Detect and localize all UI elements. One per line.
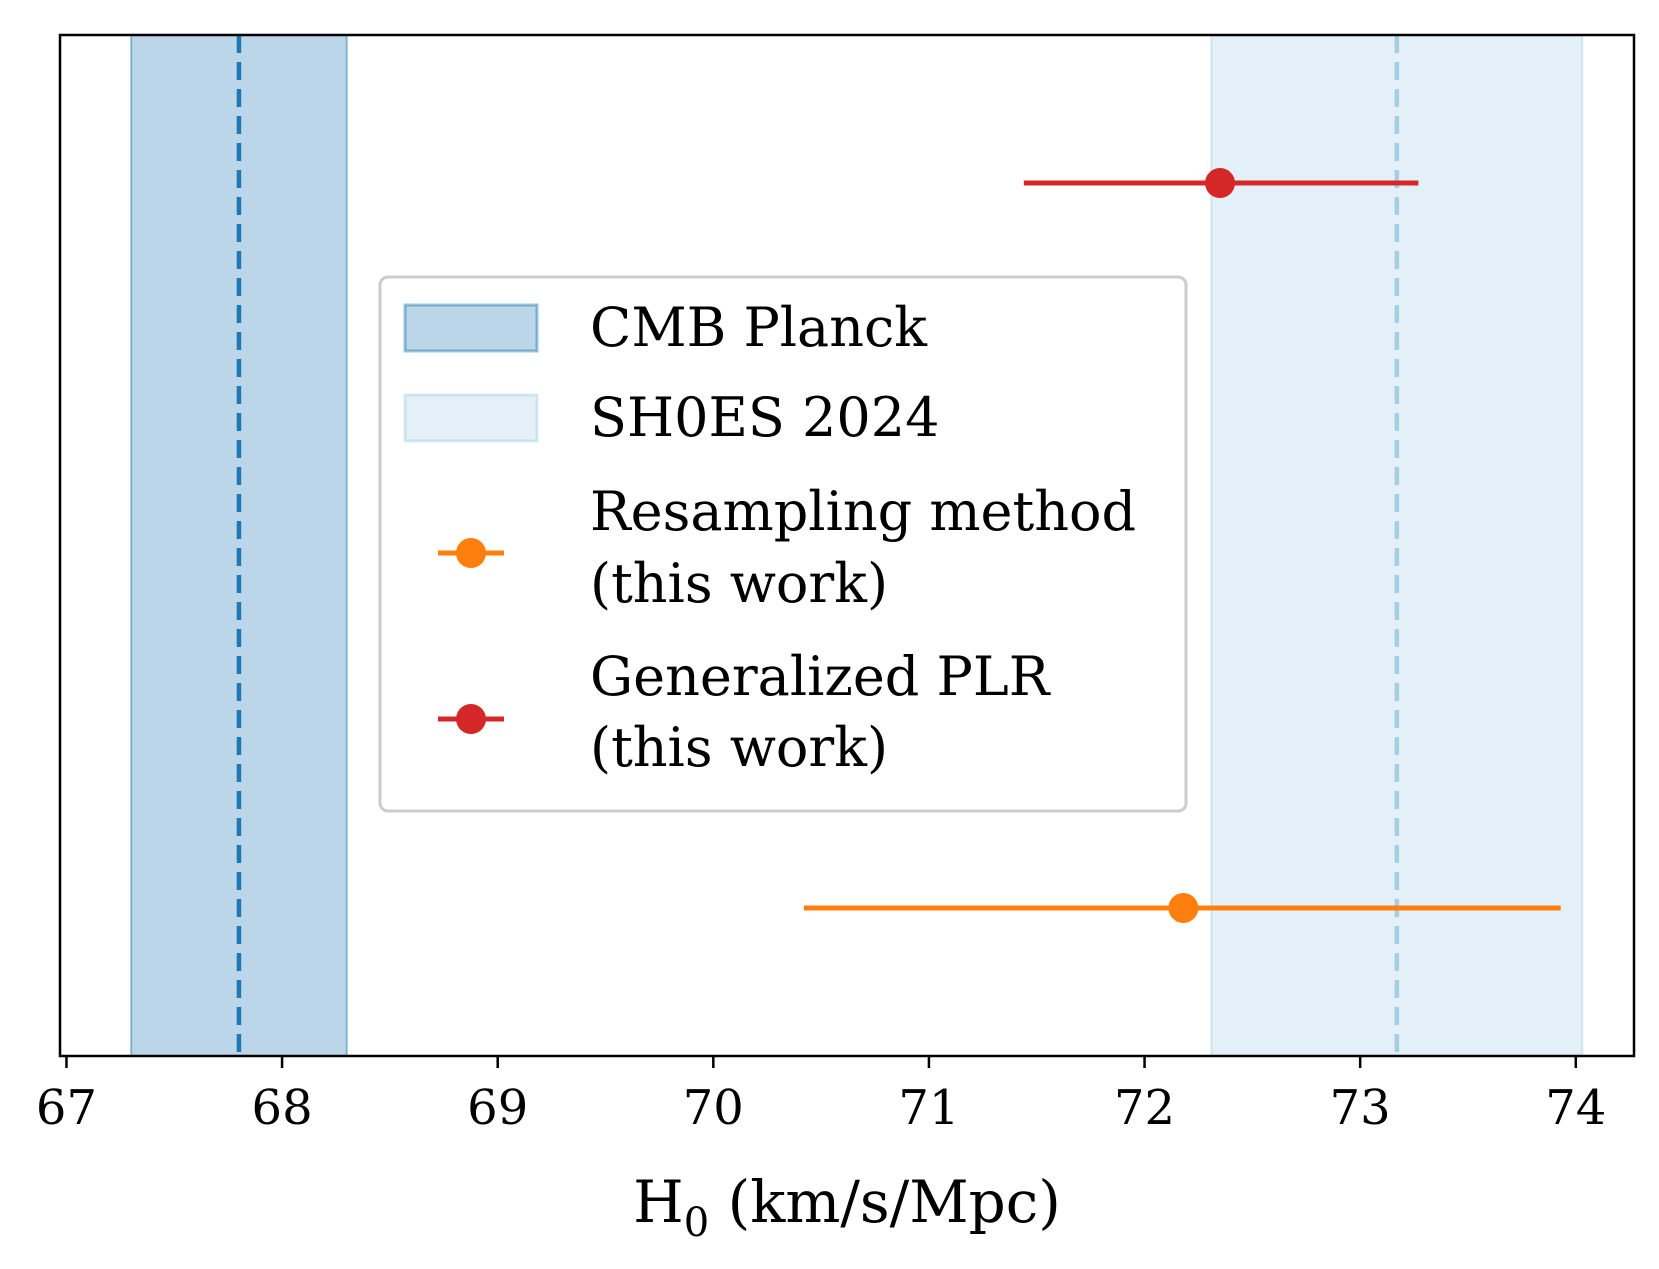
legend-band-label-1: SH0ES 2024 bbox=[590, 386, 939, 449]
legend-band-swatch-1 bbox=[403, 393, 539, 443]
point-0-marker bbox=[1168, 892, 1199, 923]
legend-point-marker-1 bbox=[456, 704, 486, 734]
legend-point-label-1-line2: (this work) bbox=[590, 716, 888, 779]
x-axis-label-rest: (km/s/Mpc) bbox=[709, 1168, 1061, 1236]
x-tick-label-7: 74 bbox=[1545, 1080, 1606, 1136]
legend-point-label-0-line1: Resampling method bbox=[590, 480, 1136, 543]
x-axis: 67 68 69 70 71 72 73 74 bbox=[36, 1056, 1606, 1136]
x-axis-label-main: H bbox=[633, 1168, 684, 1236]
x-tick-label-5: 72 bbox=[1114, 1080, 1175, 1136]
x-tick-label-6: 73 bbox=[1330, 1080, 1391, 1136]
x-tick-label-0: 67 bbox=[36, 1080, 97, 1136]
point-1-marker bbox=[1205, 168, 1236, 199]
points-layer bbox=[803, 168, 1561, 923]
legend-point-label-0-line2: (this work) bbox=[590, 552, 888, 615]
legend-band-label-0: CMB Planck bbox=[590, 296, 928, 359]
x-axis-label: H0 (km/s/Mpc) bbox=[633, 1168, 1061, 1246]
legend-point-label-1-line1: Generalized PLR bbox=[590, 645, 1051, 708]
x-tick-label-1: 68 bbox=[252, 1080, 313, 1136]
x-axis-label-sub: 0 bbox=[684, 1200, 709, 1246]
x-tick-label-4: 71 bbox=[898, 1080, 959, 1136]
legend-box bbox=[378, 275, 1188, 813]
x-tick-label-2: 69 bbox=[467, 1080, 528, 1136]
bands-layer bbox=[130, 35, 1584, 1056]
legend-point-marker-0 bbox=[456, 538, 486, 568]
x-tick-label-3: 70 bbox=[683, 1080, 744, 1136]
plot-frame bbox=[58, 33, 1636, 1058]
legend-band-swatch-0 bbox=[403, 303, 539, 353]
